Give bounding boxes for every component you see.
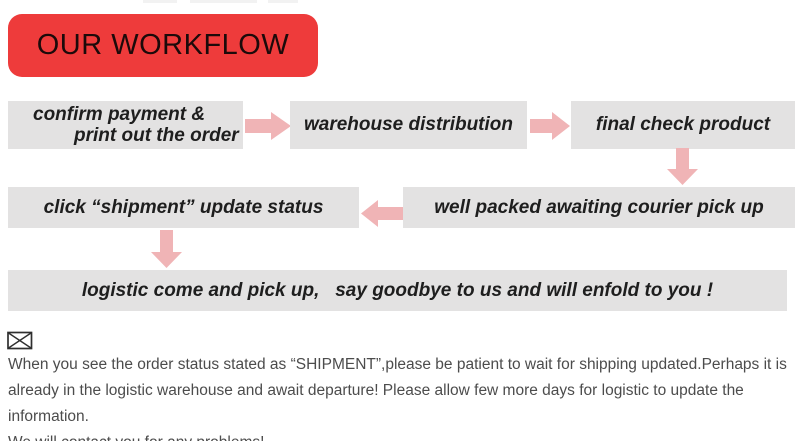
step-warehouse-distribution-label: warehouse distribution <box>303 114 514 135</box>
arrow-right-icon <box>245 112 291 140</box>
arrow-left-icon <box>361 200 403 227</box>
step-well-packed-awaiting: well packed awaiting courier pick up <box>403 187 795 228</box>
step-confirm-payment-line2: print out the order <box>74 125 239 146</box>
arrow-down-icon <box>151 230 182 268</box>
step-final-check-product-label: final check product <box>595 114 771 135</box>
note-line: already in the logistic warehouse and aw… <box>8 382 744 425</box>
step-click-shipment-update-label: click “shipment” update status <box>43 196 324 218</box>
arrow-down-icon <box>667 148 698 185</box>
step-logistic-pickup-label: logistic come and pick up, say goodbye t… <box>81 279 714 301</box>
cropped-text-artifact <box>268 0 298 3</box>
cropped-text-artifact <box>143 0 177 3</box>
arrow-right-icon <box>530 112 570 140</box>
step-warehouse-distribution: warehouse distribution <box>290 101 527 149</box>
step-final-check-product: final check product <box>571 101 795 149</box>
step-logistic-pickup: logistic come and pick up, say goodbye t… <box>8 270 787 311</box>
workflow-title-banner: OUR WORKFLOW <box>8 14 318 77</box>
workflow-title: OUR WORKFLOW <box>36 29 290 61</box>
step-click-shipment-update: click “shipment” update status <box>8 187 359 228</box>
envelope-icon <box>7 331 33 355</box>
step-confirm-payment: confirm payment & print out the order <box>8 101 243 149</box>
note-line: When you see the order status stated as … <box>8 356 787 373</box>
cropped-text-artifact <box>190 0 257 3</box>
shipping-note: When you see the order status stated as … <box>8 352 798 441</box>
note-line: We will contact you for any problems! <box>8 430 798 441</box>
step-well-packed-awaiting-label: well packed awaiting courier pick up <box>434 196 764 218</box>
step-confirm-payment-line1: confirm payment & <box>33 104 206 125</box>
